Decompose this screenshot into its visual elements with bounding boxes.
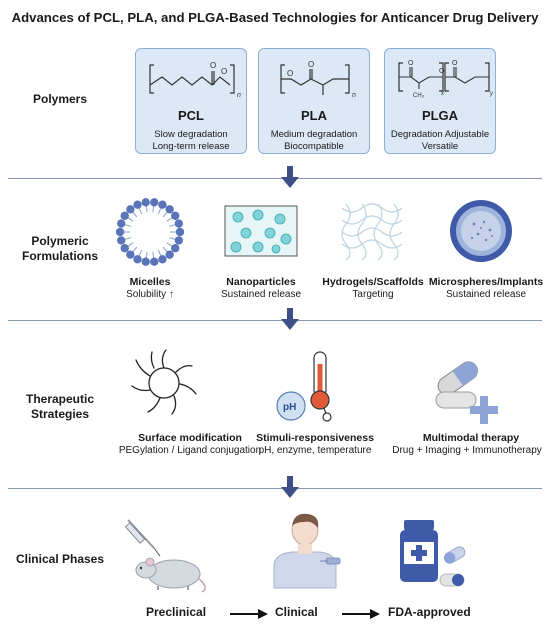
polymer-name-pcl: PCL [178,108,204,123]
plga-methyl-label: CH₃ [413,93,425,99]
micelle-head [158,255,167,264]
plga-ether-oxygen-label: O [439,68,445,75]
polymer-name-plga: PLGA [421,108,459,123]
microsphere-icon [450,200,512,262]
pcl-ether-oxygen-label: O [221,67,227,76]
strategy-title-stimuli: Stimuli-responsiveness [256,432,374,444]
micelle-head [115,227,125,237]
micelle-head [126,205,135,214]
preclinical-mouse-icon [124,519,206,593]
ph-label: pH [283,402,296,413]
formulation-title-nanoparticles: Nanoparticles [226,276,296,288]
micelle-head [141,198,150,207]
formulation-subtitle-hydrogels: Targeting [352,289,394,300]
strategy-subtitle-surface: PEGylation / Ligand conjugation [118,445,262,456]
section-label-formulations-line2: Formulations [21,249,98,263]
polymer-card-plga: O O O CH₃ x y PLGA Degradation Adjustabl… [384,48,496,154]
pla-oxygen-label: O [308,60,314,69]
micelle-head [174,236,183,245]
micelle-head [165,250,174,259]
section-divider-2 [8,320,542,321]
strategy-subtitle-stimuli: pH, enzyme, temperature [258,445,372,456]
down-arrow-icon-3 [281,476,299,498]
micelle-head [150,257,159,266]
multimodal-therapy-icon [435,361,498,424]
micelle-head [117,236,126,245]
phase-clinical: Clinical [275,605,318,619]
diagram-title: Advances of PCL, PLA, and PLGA-Based Tec… [11,10,539,25]
polymer-desc-pla: Medium degradation Biocompatible [259,129,369,153]
strategy-title-multimodal: Multimodal therapy [422,432,520,444]
polymer-desc-pcl: Slow degradation Long-term release [136,129,246,153]
polymer-desc-plga-line1: Degradation Adjustable [390,129,490,140]
fda-medicine-bottle-icon [400,520,466,587]
micelle-head [120,244,129,253]
section-label-formulations-line1: Polymeric [31,234,89,248]
micelle-head [150,198,159,207]
formulation-title-hydrogels: Hydrogels/Scaffolds [322,276,424,288]
formulation-title-micelles: Micelles [129,276,171,288]
polymer-desc-pcl-line1: Slow degradation [154,129,228,140]
pcl-oxygen-label: O [210,61,216,70]
phase-fda-approved: FDA-approved [388,605,471,619]
micelle-head [117,219,126,228]
section-label-strategies: Therapeutic Strategies [0,392,120,422]
clinical-patient-icon [273,513,341,589]
polymer-desc-pla-line1: Medium degradation [270,129,358,140]
section-label-polymers: Polymers [32,92,88,106]
nanoparticles-icon [224,205,298,257]
phase-preclinical: Preclinical [146,605,207,619]
micelle-head [133,200,142,209]
section-label-clinical: Clinical Phases [15,552,105,566]
formulation-subtitle-microspheres: Sustained release [445,289,527,300]
plga-oxygen-label-2: O [452,60,458,67]
pla-ether-oxygen-label: O [287,69,293,78]
polymer-card-pla: O O n PLA Medium degradation Biocompatib… [258,48,370,154]
surface-modification-icon [131,349,197,415]
micelle-head [133,255,142,264]
polymer-name-pla: PLA [301,108,327,123]
micelle-icon [115,198,185,266]
polymer-desc-pcl-line2: Long-term release [152,141,230,152]
formulation-title-microspheres: Microspheres/Implants [428,276,544,288]
hydrogel-scaffold-icon [341,203,403,261]
micelle-head [174,219,183,228]
pla-structure-icon: O O n [280,60,356,99]
section-label-strategies-line2: Strategies [30,407,90,421]
micelle-head [126,250,135,259]
phase-arrow-icon-2 [342,609,380,619]
micelle-head [175,227,185,237]
micelle-head [165,205,174,214]
micelle-head [158,200,167,209]
section-label-strategies-line1: Therapeutic [25,392,94,406]
section-divider-3 [8,488,542,489]
plga-subscript-y: y [489,91,494,97]
pla-subscript: n [352,92,356,99]
pcl-subscript: n [237,92,241,99]
polymer-desc-plga: Degradation Adjustable Versatile [385,129,495,153]
strategy-subtitle-multimodal: Drug + Imaging + Immunotherapy [392,445,542,456]
polymer-card-pcl: O O n PCL Slow degradation Long-term rel… [135,48,247,154]
micelle-head [171,211,180,220]
down-arrow-icon-2 [281,308,299,330]
micelle-head [141,257,150,266]
pcl-structure-icon: O O n [149,61,241,99]
polymer-desc-pla-line2: Biocompatible [284,141,344,152]
plga-structure-icon: O O O CH₃ x y [398,60,494,99]
phase-arrow-icon-1 [230,609,268,619]
polymer-desc-plga-line2: Versatile [421,141,459,152]
plga-oxygen-label-1: O [408,60,414,67]
formulation-subtitle-micelles: Solubility ↑ [126,289,174,300]
formulation-subtitle-nanoparticles: Sustained release [220,289,302,300]
down-arrow-icon-1 [281,166,299,188]
strategy-title-surface: Surface modification [138,432,242,444]
micelle-head [171,244,180,253]
stimuli-responsive-icon: pH [276,351,332,422]
section-label-formulations: Polymeric Formulations [0,234,120,264]
plga-subscript-x: x [440,91,445,97]
section-divider-1 [8,178,542,179]
micelle-head [120,211,129,220]
